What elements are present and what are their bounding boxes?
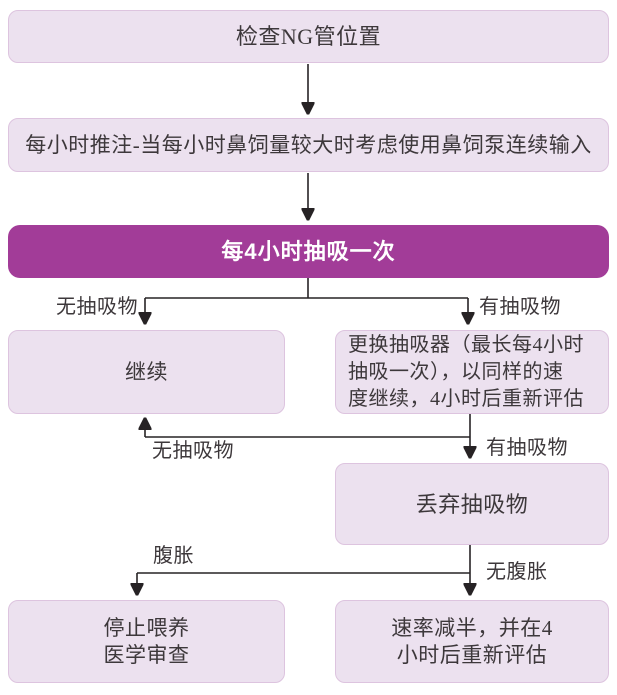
edge-label-aspirate-mid: 有抽吸物 — [486, 437, 568, 459]
node-hourly-bolus-label: 每小时推注-当每小时鼻饲量较大时考虑使用鼻饲泵连续输入 — [25, 132, 592, 157]
node-halve-rate: 速率减半，并在4 小时后重新评估 — [335, 600, 609, 683]
node-check-ng-position: 检查NG管位置 — [8, 10, 609, 63]
node-check-ng-position-label: 检查NG管位置 — [235, 24, 382, 49]
node-discard-aspirate: 丢弃抽吸物 — [335, 463, 609, 545]
edge-label-distension: 腹胀 — [153, 545, 194, 567]
node-replace-aspirate-line-1: 更换抽吸器（最长每4小时 — [348, 333, 584, 356]
node-replace-aspirate-line-3: 度继续，4小时后重新评估 — [348, 387, 584, 410]
edge-label-no-aspirate-mid: 无抽吸物 — [152, 440, 234, 462]
edge-label-no-distension: 无腹胀 — [486, 561, 548, 583]
edge-label-no-aspirate-top: 无抽吸物 — [56, 296, 138, 318]
node-stop-feeding-line-2: 医学审查 — [103, 642, 190, 667]
node-aspirate-every-4h: 每4小时抽吸一次 — [8, 225, 609, 278]
node-continue: 继续 — [8, 330, 285, 414]
node-stop-feeding-line-1: 停止喂养 — [103, 615, 190, 640]
node-halve-rate-line-1: 速率减半，并在4 — [391, 615, 553, 640]
node-halve-rate-line-2: 小时后重新评估 — [396, 642, 548, 667]
node-stop-feeding: 停止喂养 医学审查 — [8, 600, 285, 683]
node-replace-aspirate-line-2: 抽吸一次），以同样的速 — [348, 360, 564, 383]
node-discard-aspirate-label: 丢弃抽吸物 — [415, 491, 529, 517]
node-continue-label: 继续 — [125, 359, 168, 384]
node-replace-aspirate: 更换抽吸器（最长每4小时 抽吸一次），以同样的速 度继续，4小时后重新评估 — [335, 330, 609, 414]
node-aspirate-every-4h-label: 每4小时抽吸一次 — [221, 239, 396, 264]
node-hourly-bolus: 每小时推注-当每小时鼻饲量较大时考虑使用鼻饲泵连续输入 — [8, 118, 609, 172]
edge-label-aspirate-top: 有抽吸物 — [479, 296, 561, 318]
